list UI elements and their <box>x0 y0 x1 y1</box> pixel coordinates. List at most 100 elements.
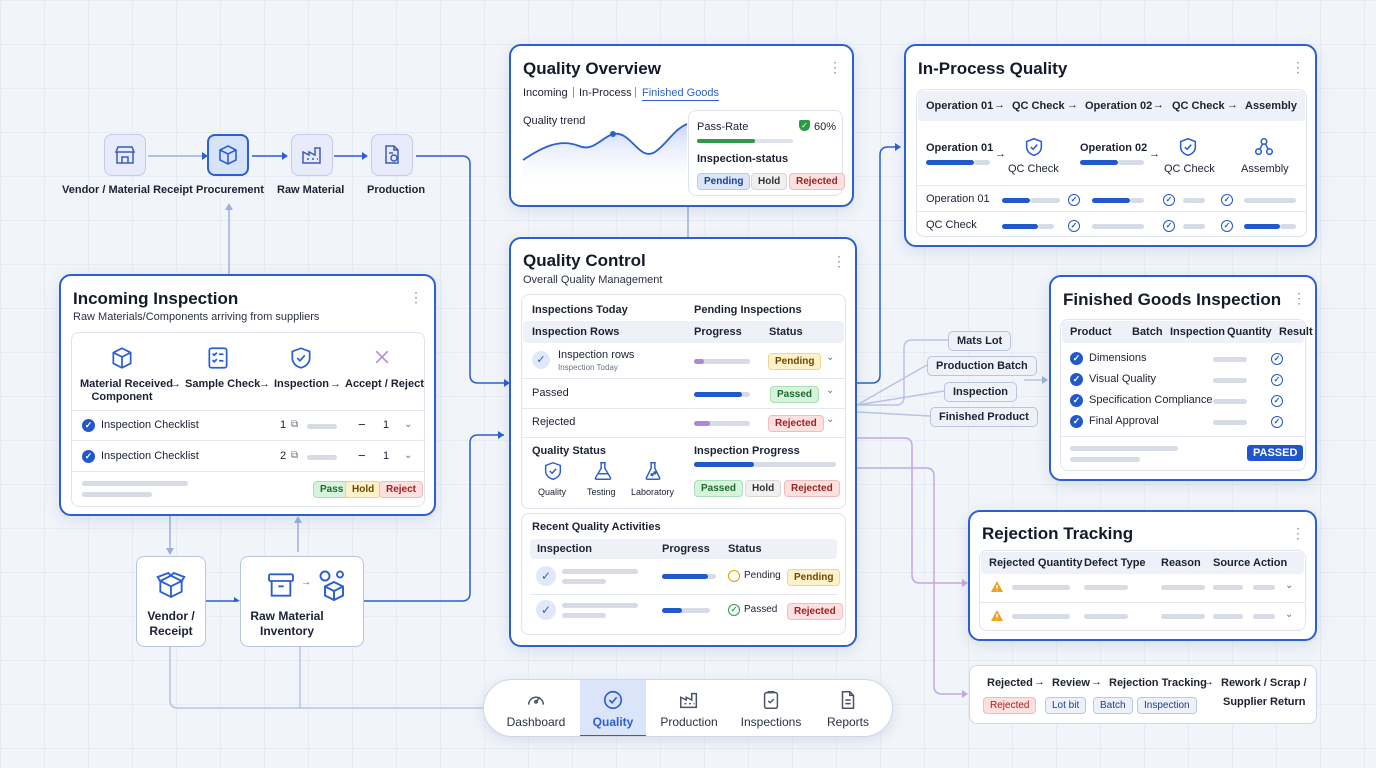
tag-rejected[interactable]: Rejected <box>983 697 1037 714</box>
col-inspection: Inspection <box>537 543 593 555</box>
arrow-icon: → <box>259 378 270 390</box>
step-qc-check-2: QC Check <box>1164 163 1215 175</box>
production-node[interactable] <box>371 134 413 176</box>
pending-pill[interactable]: Pending <box>697 173 751 190</box>
qty-value[interactable]: 1 <box>383 419 390 431</box>
more-icon[interactable]: ⋮ <box>1291 59 1305 75</box>
col-product: Product <box>1070 326 1112 338</box>
placeholder-bar <box>307 424 337 429</box>
table-header <box>523 321 844 343</box>
label-finished-product[interactable]: Finished Product <box>930 407 1038 427</box>
activity-status-pill[interactable]: Pending <box>787 569 841 586</box>
chevron-down-icon[interactable]: ⌄ <box>404 419 413 430</box>
tag-batch[interactable]: Batch <box>1093 697 1133 714</box>
divider <box>530 594 837 595</box>
chevron-down-icon[interactable]: ⌄ <box>826 414 835 425</box>
flow-operation-02: Operation 02 <box>1085 100 1153 112</box>
chevron-down-icon[interactable]: ⌄ <box>826 352 835 363</box>
chevron-down-icon[interactable]: ⌄ <box>826 385 835 396</box>
col-inspection-rows: Inspection Rows <box>532 326 620 338</box>
tag-inspection[interactable]: Inspection <box>1137 697 1197 714</box>
arrow-icon: → <box>994 99 1005 111</box>
more-icon[interactable]: ⋮ <box>1292 290 1306 306</box>
qty-value[interactable]: 1 <box>383 450 390 462</box>
pass-rate-value: 60% <box>814 121 837 133</box>
flow-rejection-tracking: Rejection Tracking <box>1109 677 1207 689</box>
checked-icon[interactable]: ✓ <box>536 600 556 620</box>
label-inspection[interactable]: Inspection <box>944 382 1018 402</box>
divider <box>72 440 424 441</box>
more-icon[interactable]: ⋮ <box>409 289 423 305</box>
check-circle-icon: ✓ <box>1271 416 1283 428</box>
status-pill[interactable]: Pending <box>768 353 822 370</box>
hold-pill[interactable]: Hold <box>345 481 382 498</box>
placeholder-bar <box>1070 457 1140 462</box>
checked-icon[interactable]: ✓ <box>536 566 556 586</box>
more-icon[interactable]: ⋮ <box>828 59 842 75</box>
nav-reports[interactable]: Reports <box>814 680 882 736</box>
copy-icon[interactable]: ⧉ <box>291 450 299 461</box>
tab-finished-goods[interactable]: Finished Goods <box>642 87 720 101</box>
more-icon[interactable]: ⋮ <box>832 253 846 269</box>
bottom-nav: Dashboard Quality Production Inspections… <box>483 679 893 737</box>
hold-pill[interactable]: Hold <box>745 480 782 497</box>
status-pill[interactable]: Passed <box>770 386 820 403</box>
col-reason: Reason <box>1161 557 1201 569</box>
label-production-batch[interactable]: Production Batch <box>927 356 1037 376</box>
checked-icon[interactable]: ✓ <box>1070 394 1083 407</box>
decrement-button[interactable]: − <box>358 417 366 432</box>
check-circle-icon: ✓ <box>1068 194 1080 206</box>
tab-in-process[interactable]: In-Process <box>579 87 632 99</box>
checked-icon[interactable]: ✓ <box>82 450 95 463</box>
pass-rate-track <box>697 139 793 143</box>
progress-track <box>694 421 750 426</box>
nav-production[interactable]: Production <box>652 680 726 736</box>
procurement-node[interactable] <box>207 134 249 176</box>
nav-label: Inspections <box>740 715 802 729</box>
tab-incoming[interactable]: Incoming <box>523 87 568 99</box>
decrement-button[interactable]: − <box>358 448 366 463</box>
vendor-receipt-box[interactable]: Vendor /Receipt <box>136 556 206 647</box>
qc-subtitle: Overall Quality Management <box>523 274 663 286</box>
checked-icon[interactable]: ✓ <box>1070 415 1083 428</box>
nav-dashboard[interactable]: Dashboard <box>498 680 574 736</box>
assembly-icon <box>1254 137 1274 156</box>
placeholder-bar <box>562 579 606 584</box>
tag-lot-bit[interactable]: Lot bit <box>1045 697 1087 714</box>
arrow-icon: → <box>330 378 341 390</box>
nav-inspections[interactable]: Inspections <box>732 680 810 736</box>
label-mats-lot[interactable]: Mats Lot <box>948 331 1012 351</box>
placeholder-bar <box>1253 614 1275 619</box>
document-icon <box>841 691 855 709</box>
more-icon[interactable]: ⋮ <box>1291 525 1305 541</box>
chevron-down-icon[interactable]: ⌄ <box>1285 580 1294 591</box>
checked-icon[interactable]: ✓ <box>532 351 550 369</box>
rejected-pill[interactable]: Rejected <box>789 173 845 190</box>
nav-quality[interactable]: Quality <box>580 680 646 736</box>
procurement-label: Procurement <box>196 184 264 196</box>
check-circle-icon: ✓ <box>1163 194 1175 206</box>
activity-status-pill[interactable]: Rejected <box>787 603 843 620</box>
reject-pill[interactable]: Reject <box>379 481 424 498</box>
col-status: Status <box>769 326 803 338</box>
shield-check-icon <box>291 347 311 369</box>
raw-material-node[interactable] <box>291 134 333 176</box>
chevron-down-icon[interactable]: ⌄ <box>1285 609 1294 620</box>
chevron-down-icon[interactable]: ⌄ <box>404 450 413 461</box>
checked-icon[interactable]: ✓ <box>1070 352 1083 365</box>
hold-pill[interactable]: Hold <box>751 173 788 190</box>
rejected-pill[interactable]: Rejected <box>784 480 840 497</box>
arrow-icon: → <box>1034 676 1045 688</box>
nav-label: Reports <box>826 715 870 729</box>
copy-icon[interactable]: ⧉ <box>291 419 299 430</box>
check-circle-icon: ✓ <box>1271 353 1283 365</box>
row-sublabel: Inspection Today <box>558 363 618 372</box>
checked-icon[interactable]: ✓ <box>82 419 95 432</box>
passed-pill[interactable]: Passed <box>694 480 744 497</box>
arrow-icon: → <box>301 577 311 588</box>
status-pill[interactable]: Rejected <box>768 415 824 432</box>
checked-icon[interactable]: ✓ <box>1070 373 1083 386</box>
vendor-receipt-node[interactable] <box>104 134 146 176</box>
